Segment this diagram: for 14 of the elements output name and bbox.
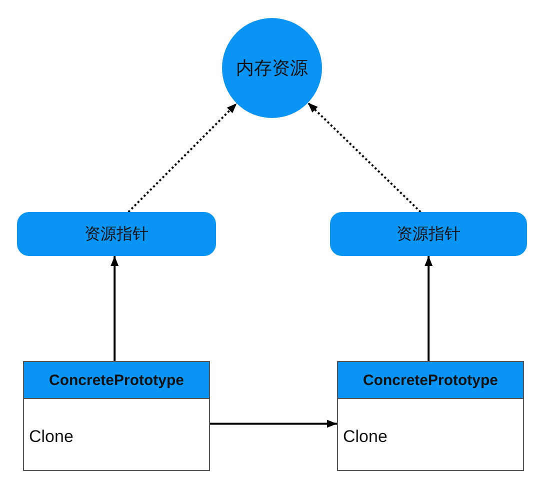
class-name-header: ConcretePrototype — [24, 362, 209, 399]
method-compartment: Clone — [28, 426, 74, 448]
class-box — [337, 361, 524, 471]
arrow — [210, 420, 337, 428]
circle-node: 内存资源 — [222, 18, 322, 118]
dotted-arrow — [128, 102, 238, 213]
arrow — [424, 256, 433, 361]
rounded-box: 资源指针 — [330, 212, 527, 256]
method-compartment: Clone — [342, 426, 388, 448]
class-name-header: ConcretePrototype — [338, 362, 523, 399]
rounded-box: 资源指针 — [17, 212, 216, 256]
arrow — [110, 256, 119, 361]
dotted-arrow — [307, 102, 422, 213]
class-box — [23, 361, 210, 471]
